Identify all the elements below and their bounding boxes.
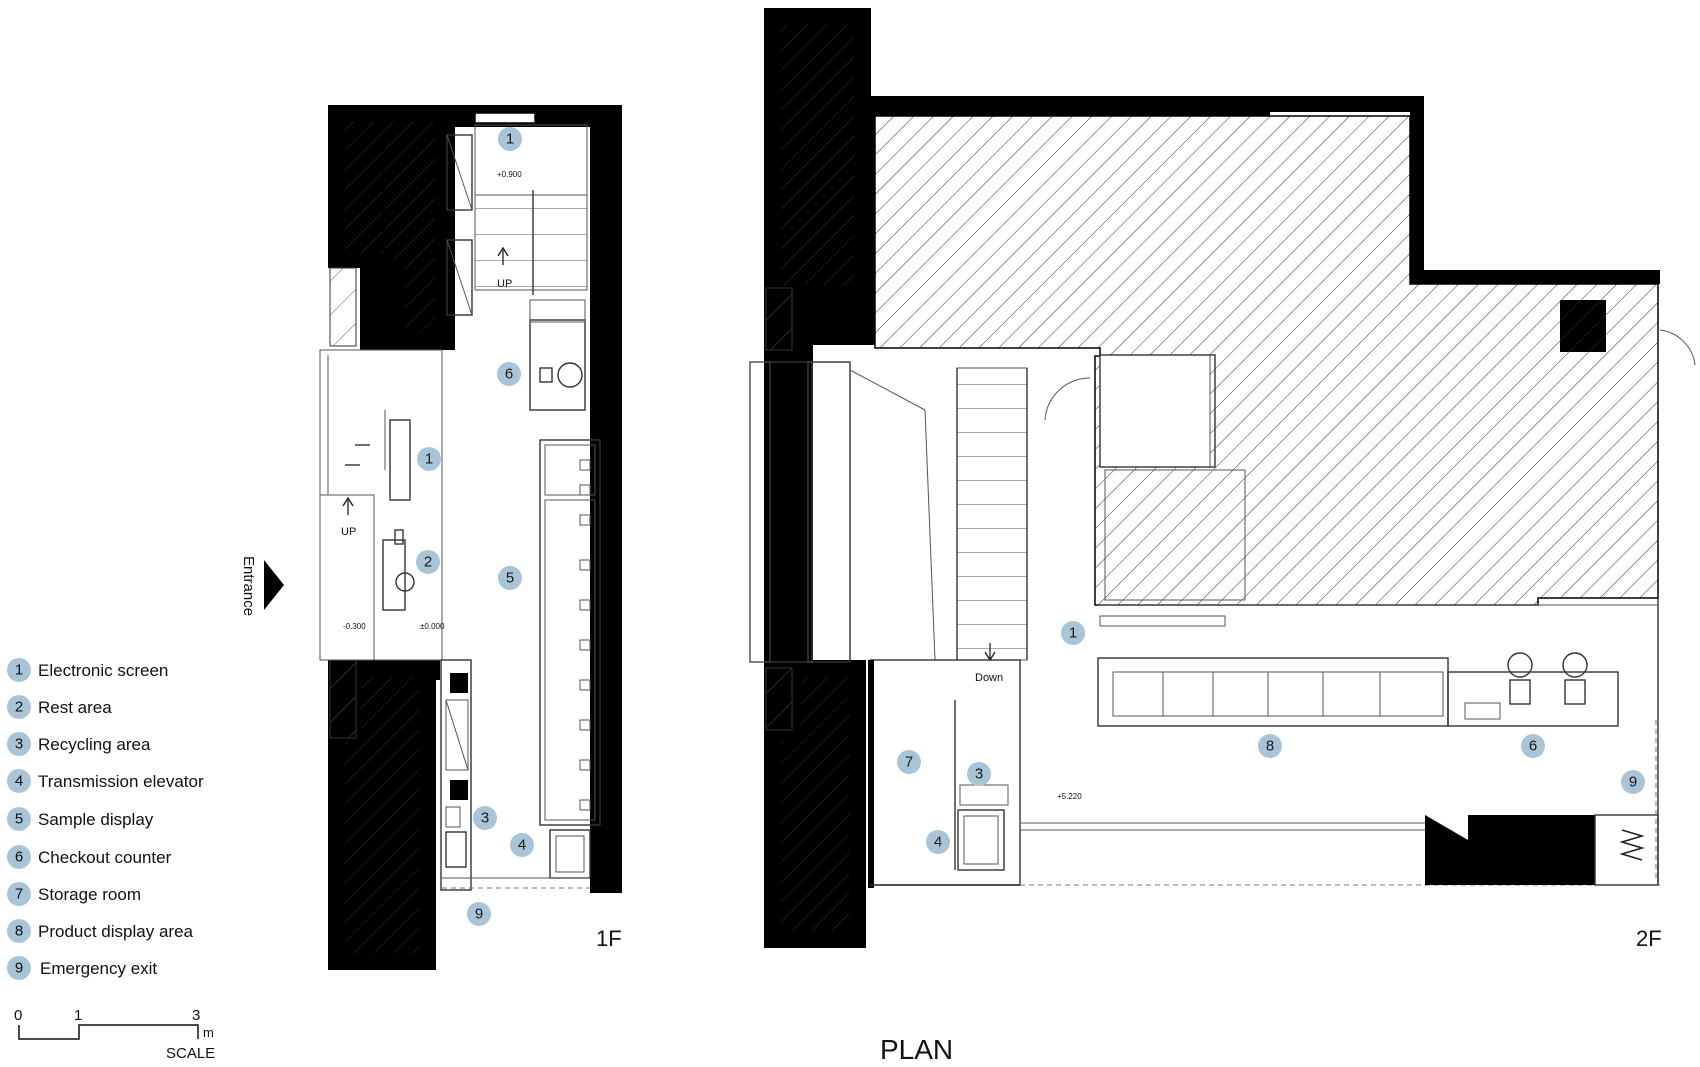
plan-1f [264,105,622,970]
hatched-column [383,120,437,335]
hatched-column [343,675,421,955]
entrance-arrow-icon [264,560,284,610]
plan-2f [749,8,1696,948]
hatched-column [343,120,385,256]
